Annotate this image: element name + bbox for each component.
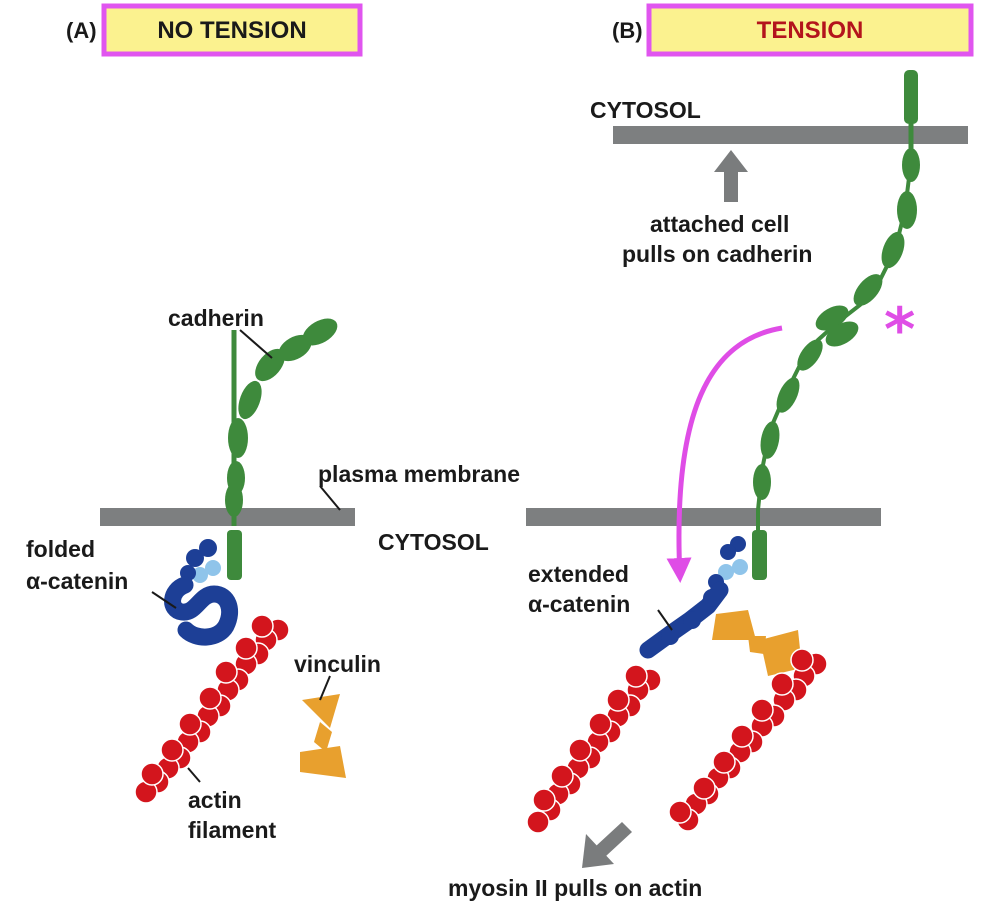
panel-a-folded-catenin xyxy=(164,539,238,646)
label-cytosol-top: CYTOSOL xyxy=(590,97,701,123)
label-myosin: myosin II pulls on actin xyxy=(448,875,702,901)
label-plasma-membrane: plasma membrane xyxy=(318,461,520,487)
magenta-curved-arrow xyxy=(666,325,783,583)
label-folded-line1: folded xyxy=(26,536,95,562)
panel-b-cadherin xyxy=(752,70,920,580)
panel-a-membrane xyxy=(100,508,355,526)
panel-b-actin-filament-2 xyxy=(668,648,828,832)
panel-a-letter: (A) xyxy=(66,18,97,43)
panel-a-cadherin xyxy=(225,318,338,580)
label-vinculin: vinculin xyxy=(294,651,381,677)
panel-a-title-box xyxy=(101,3,363,57)
panel-b-top-membrane xyxy=(613,126,968,144)
panel-a-vinculin xyxy=(300,694,346,778)
label-cytosol-bottom: CYTOSOL xyxy=(378,529,489,555)
panel-a-leader-lines xyxy=(151,329,341,783)
panel-b-leader-line xyxy=(657,609,673,631)
panel-b-title-box xyxy=(646,3,974,57)
label-extended-line1: extended xyxy=(528,561,629,587)
panel-b-actin-filament-1 xyxy=(526,664,662,834)
panel-a-title: NO TENSION xyxy=(157,17,306,44)
panel-b-bottom-membrane xyxy=(526,508,881,526)
panel-b-vinculin xyxy=(712,610,802,676)
label-folded-line2: α-catenin xyxy=(26,568,128,594)
label-pull-line1: attached cell xyxy=(650,211,789,237)
label-extended-line2: α-catenin xyxy=(528,591,630,617)
label-pull-line2: pulls on cadherin xyxy=(622,241,812,267)
label-cadherin: cadherin xyxy=(168,305,264,331)
label-actin-line2: filament xyxy=(188,817,277,843)
label-actin-line1: actin xyxy=(188,787,242,813)
panel-a-actin-filament xyxy=(134,614,290,804)
tension-asterisk: * xyxy=(884,295,915,365)
panel-b-letter: (B) xyxy=(612,18,643,43)
panel-b-extended-catenin xyxy=(639,536,748,659)
down-left-arrow-icon xyxy=(582,822,632,868)
up-arrow-icon xyxy=(714,150,748,202)
panel-b-title: TENSION xyxy=(757,17,864,44)
